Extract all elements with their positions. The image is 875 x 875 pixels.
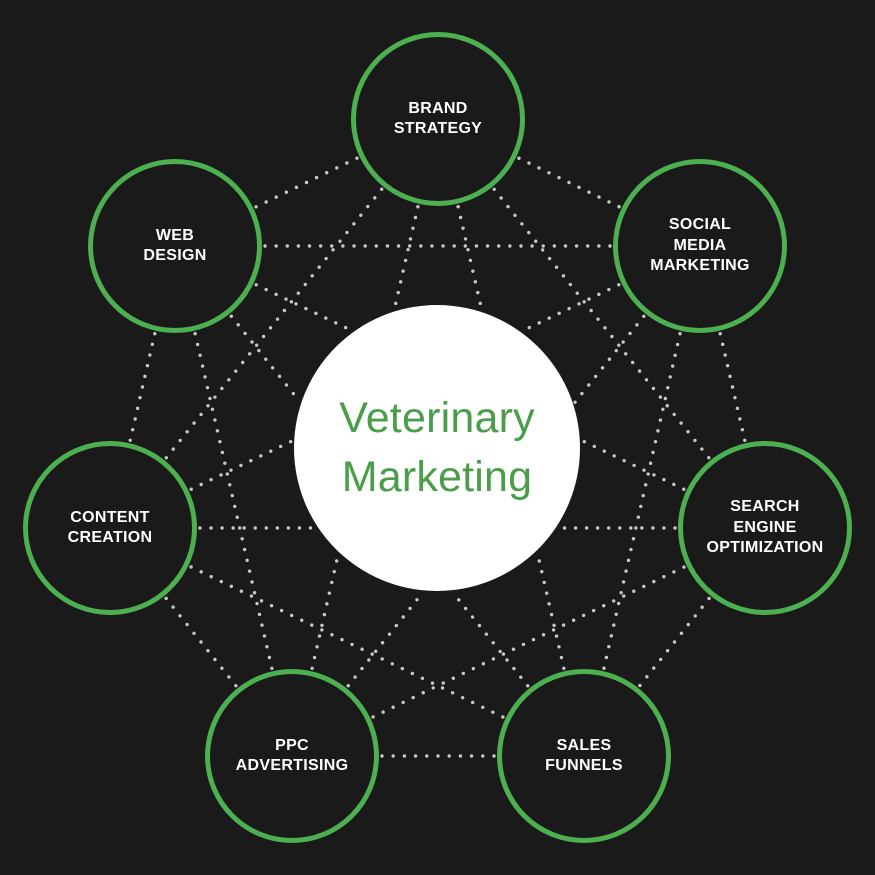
node-sales-funnels[interactable]: SALES FUNNELS xyxy=(497,669,671,843)
node-label-social-media-marketing: SOCIAL MEDIA MARKETING xyxy=(650,216,750,275)
center-node: Veterinary Marketing xyxy=(294,305,580,591)
node-label-ppc-advertising: PPC ADVERTISING xyxy=(235,736,349,774)
node-label-web-design: WEB DESIGN xyxy=(143,226,207,264)
node-social-media-marketing[interactable]: SOCIAL MEDIA MARKETING xyxy=(613,159,787,333)
node-label-brand-strategy: BRAND STRATEGY xyxy=(393,99,483,137)
center-node-label: Veterinary Marketing xyxy=(339,393,535,501)
node-label-search-engine-optimization: SEARCH ENGINE OPTIMIZATION xyxy=(706,498,824,557)
node-brand-strategy[interactable]: BRAND STRATEGY xyxy=(351,32,525,206)
node-content-creation[interactable]: CONTENT CREATION xyxy=(23,441,197,615)
node-web-design[interactable]: WEB DESIGN xyxy=(88,159,262,333)
node-label-sales-funnels: SALES FUNNELS xyxy=(545,736,623,774)
node-label-content-creation: CONTENT CREATION xyxy=(67,508,153,546)
node-ppc-advertising[interactable]: PPC ADVERTISING xyxy=(205,669,379,843)
node-search-engine-optimization[interactable]: SEARCH ENGINE OPTIMIZATION xyxy=(678,441,852,615)
